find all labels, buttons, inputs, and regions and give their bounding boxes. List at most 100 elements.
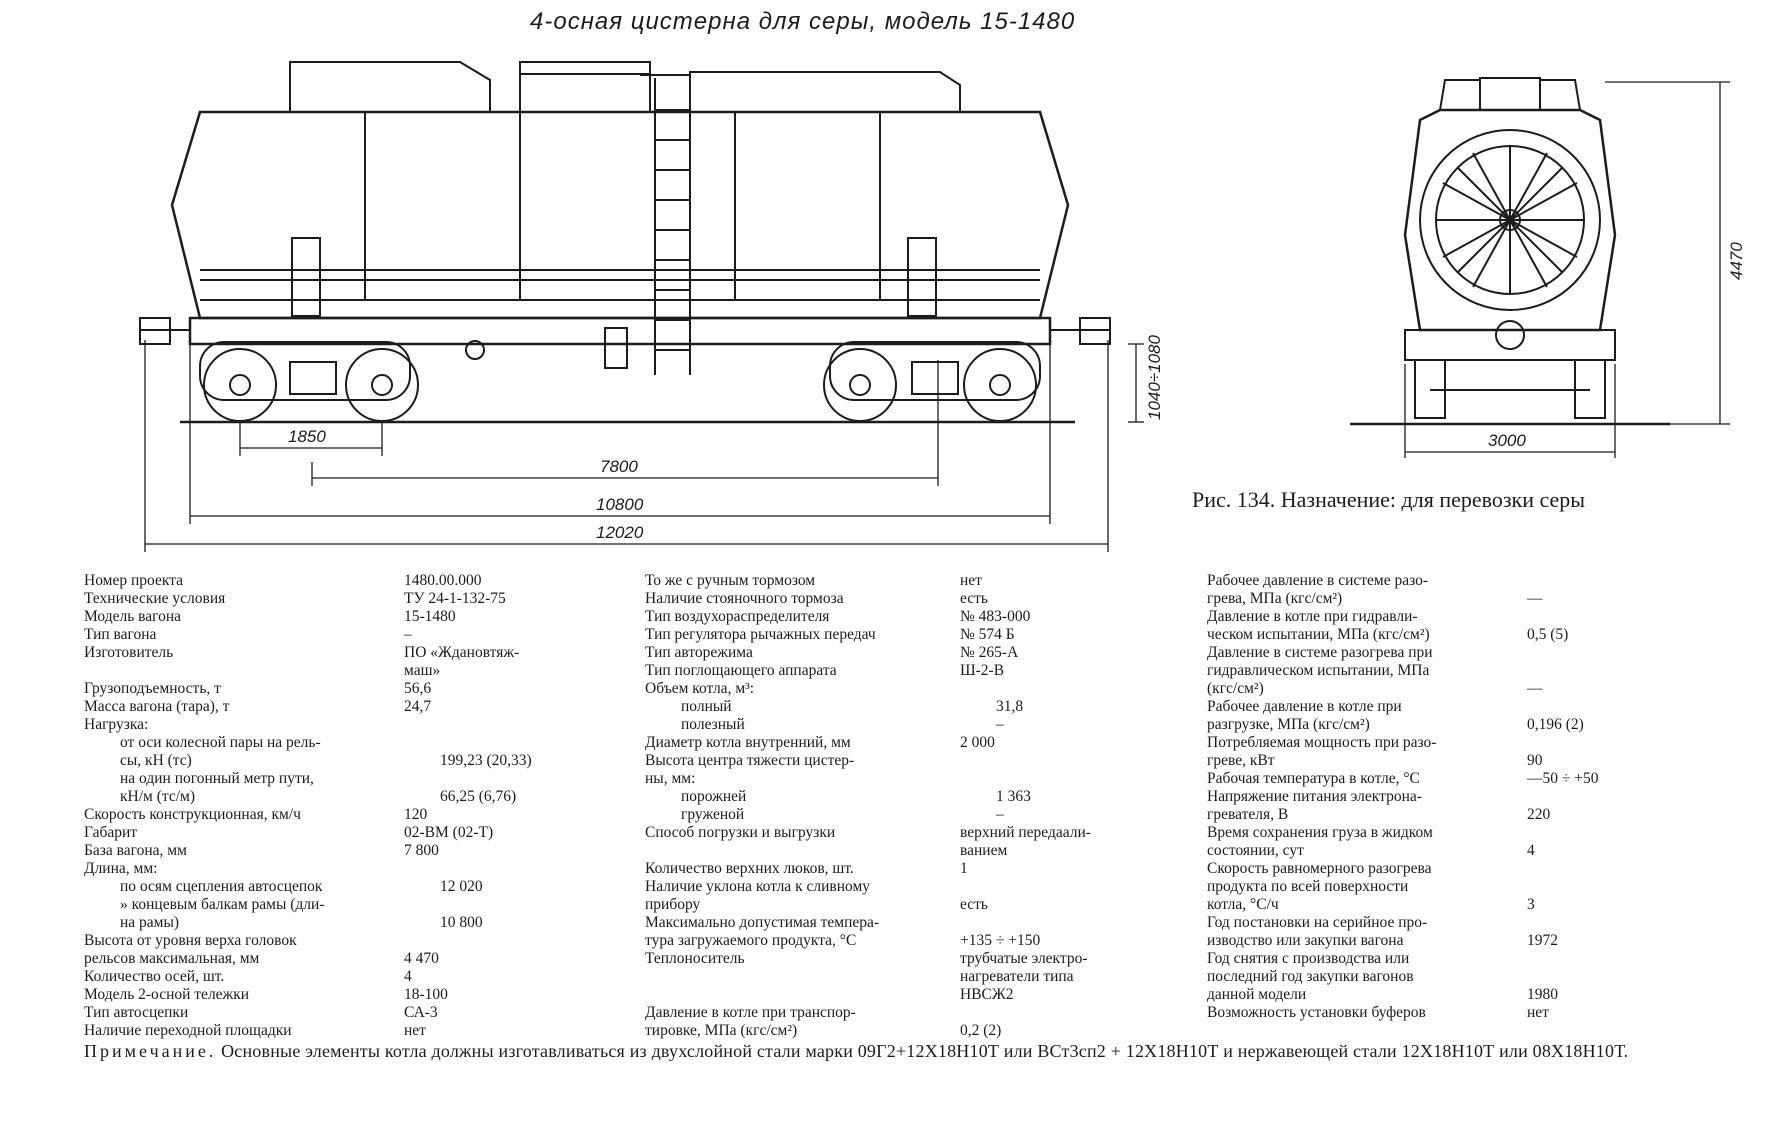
spec-value: 56,6 (404, 680, 432, 697)
spec-value: нет (960, 572, 982, 589)
spec-value: – (996, 716, 1004, 733)
spec-label: на один погонный метр пути, (120, 770, 314, 787)
note-paragraph: Примечание. Основные элементы котла долж… (84, 1040, 1714, 1062)
spec-label: То же с ручным тормозом (645, 572, 816, 589)
spec-label: от оси колесной пары на рель- (120, 734, 321, 751)
specs-column-3: Рабочее давление в системе разо-грева, М… (1207, 572, 1657, 1022)
spec-label: Тип воздухораспределителя (645, 608, 830, 625)
spec-label: База вагона, мм (84, 842, 187, 859)
spec-value: 3 (1527, 896, 1535, 913)
dimension-1040-1080: 1040÷1080 (1145, 334, 1164, 420)
spec-label: Количество осей, шт. (84, 968, 225, 985)
spec-label: по осям сцепления автосцепок (120, 878, 323, 895)
spec-value: — (1527, 680, 1543, 697)
spec-label: Максимально допустимая темпера- (645, 914, 880, 931)
spec-label: (кгс/см²) (1207, 680, 1264, 697)
dimension-4470: 4470 (1727, 242, 1746, 280)
bogie-left (199, 341, 419, 422)
spec-row: Год постановки на серийное про- (1207, 914, 1657, 932)
spec-row: тировке, МПа (кгс/см²)0,2 (2) (645, 1022, 1186, 1040)
spec-row: последний год закупки вагонов (1207, 968, 1657, 986)
spec-row: котла, °С/ч 3 (1207, 896, 1657, 914)
spec-row: Напряжение питания электрона- (1207, 788, 1657, 806)
handrail-right (689, 71, 961, 112)
note-text: Основные элементы котла должны изготавли… (216, 1041, 1629, 1061)
dimension-10800: 10800 (596, 495, 644, 514)
spec-label: Грузоподъемность, т (84, 680, 221, 697)
spec-value: 66,25 (6,76) (440, 788, 517, 805)
spec-row: Количество верхних люков, шт.1 (645, 860, 1186, 878)
spec-row: прибору есть (645, 896, 1186, 914)
spec-value: 1 (960, 860, 968, 877)
spec-row: кН/м (тс/м)66,25 (6,76) (84, 788, 660, 806)
spec-value: – (404, 626, 412, 643)
spec-row: Высота центра тяжести цистер- (645, 752, 1186, 770)
spec-row: Год снятия с производства или (1207, 950, 1657, 968)
spec-label: грева, МПа (кгс/см²) (1207, 590, 1343, 607)
spec-value: 10 800 (440, 914, 483, 931)
spec-value: 1480.00.000 (404, 572, 482, 589)
spec-label: полный (681, 698, 732, 715)
spec-label: ны, мм: (645, 770, 696, 787)
spec-row: НВСЖ2 (645, 986, 1186, 1004)
spec-label: Диаметр котла внутренний, мм (645, 734, 851, 751)
spec-label: прибору (645, 896, 701, 913)
spec-row: Скорость равномерного разогрева (1207, 860, 1657, 878)
spec-value: 1 363 (996, 788, 1031, 805)
spec-value: 02-ВМ (02-Т) (404, 824, 494, 841)
spec-label: последний год закупки вагонов (1207, 968, 1414, 985)
spec-value: маш» (404, 662, 441, 679)
spec-row: Время сохранения груза в жидком (1207, 824, 1657, 842)
spec-label: котла, °С/ч (1207, 896, 1279, 913)
spec-label: сы, кН (тс) (120, 752, 192, 769)
spec-label: Технические условия (84, 590, 226, 607)
end-view-drawing: 3000 4470 (1350, 77, 1746, 458)
spec-label: Длина, мм: (84, 860, 158, 877)
spec-row: нагреватели типа (645, 968, 1186, 986)
spec-label: Год постановки на серийное про- (1207, 914, 1428, 931)
spec-value: +135 ÷ +150 (960, 932, 1041, 949)
spec-row: продукта по всей поверхности (1207, 878, 1657, 896)
drawing-title: 4-осная цистерна для серы, модель 15-148… (530, 8, 1076, 35)
spec-row: Грузоподъемность, т 56,6 (84, 680, 660, 698)
spec-label: данной модели (1207, 986, 1307, 1003)
spec-label: Наличие стояночного тормоза (645, 590, 844, 607)
spec-value: 199,23 (20,33) (440, 752, 532, 769)
spec-value: ванием (960, 842, 1008, 859)
spec-label: Теплоноситель (645, 950, 745, 967)
spec-label: Высота центра тяжести цистер- (645, 752, 855, 769)
spec-row: Объем котла, м³: (645, 680, 1186, 698)
end-view-tank-head (1419, 129, 1601, 311)
spec-row: Высота от уровня верха головок (84, 932, 660, 950)
spec-value: 90 (1527, 752, 1543, 769)
spec-value: есть (960, 896, 988, 913)
spec-value: —50 ÷ +50 (1527, 770, 1599, 787)
spec-value: 0,5 (5) (1527, 626, 1569, 643)
spec-label: изводство или закупки вагона (1207, 932, 1404, 949)
spec-row: Наличие уклона котла к сливному (645, 878, 1186, 896)
figure-caption: Рис. 134. Назначение: для перевозки серы (1192, 487, 1586, 512)
spec-value: № 483-000 (960, 608, 1031, 625)
dimension-3000: 3000 (1488, 431, 1526, 450)
spec-row: То же с ручным тормозом нет (645, 572, 1186, 590)
spec-row: от оси колесной пары на рель- (84, 734, 660, 752)
spec-label: Модель вагона (84, 608, 182, 625)
spec-row: Тип вагона– (84, 626, 660, 644)
spec-value: НВСЖ2 (960, 986, 1014, 1003)
spec-value: верхний передаали- (960, 824, 1091, 841)
spec-row: гидравлическом испытании, МПа (1207, 662, 1657, 680)
